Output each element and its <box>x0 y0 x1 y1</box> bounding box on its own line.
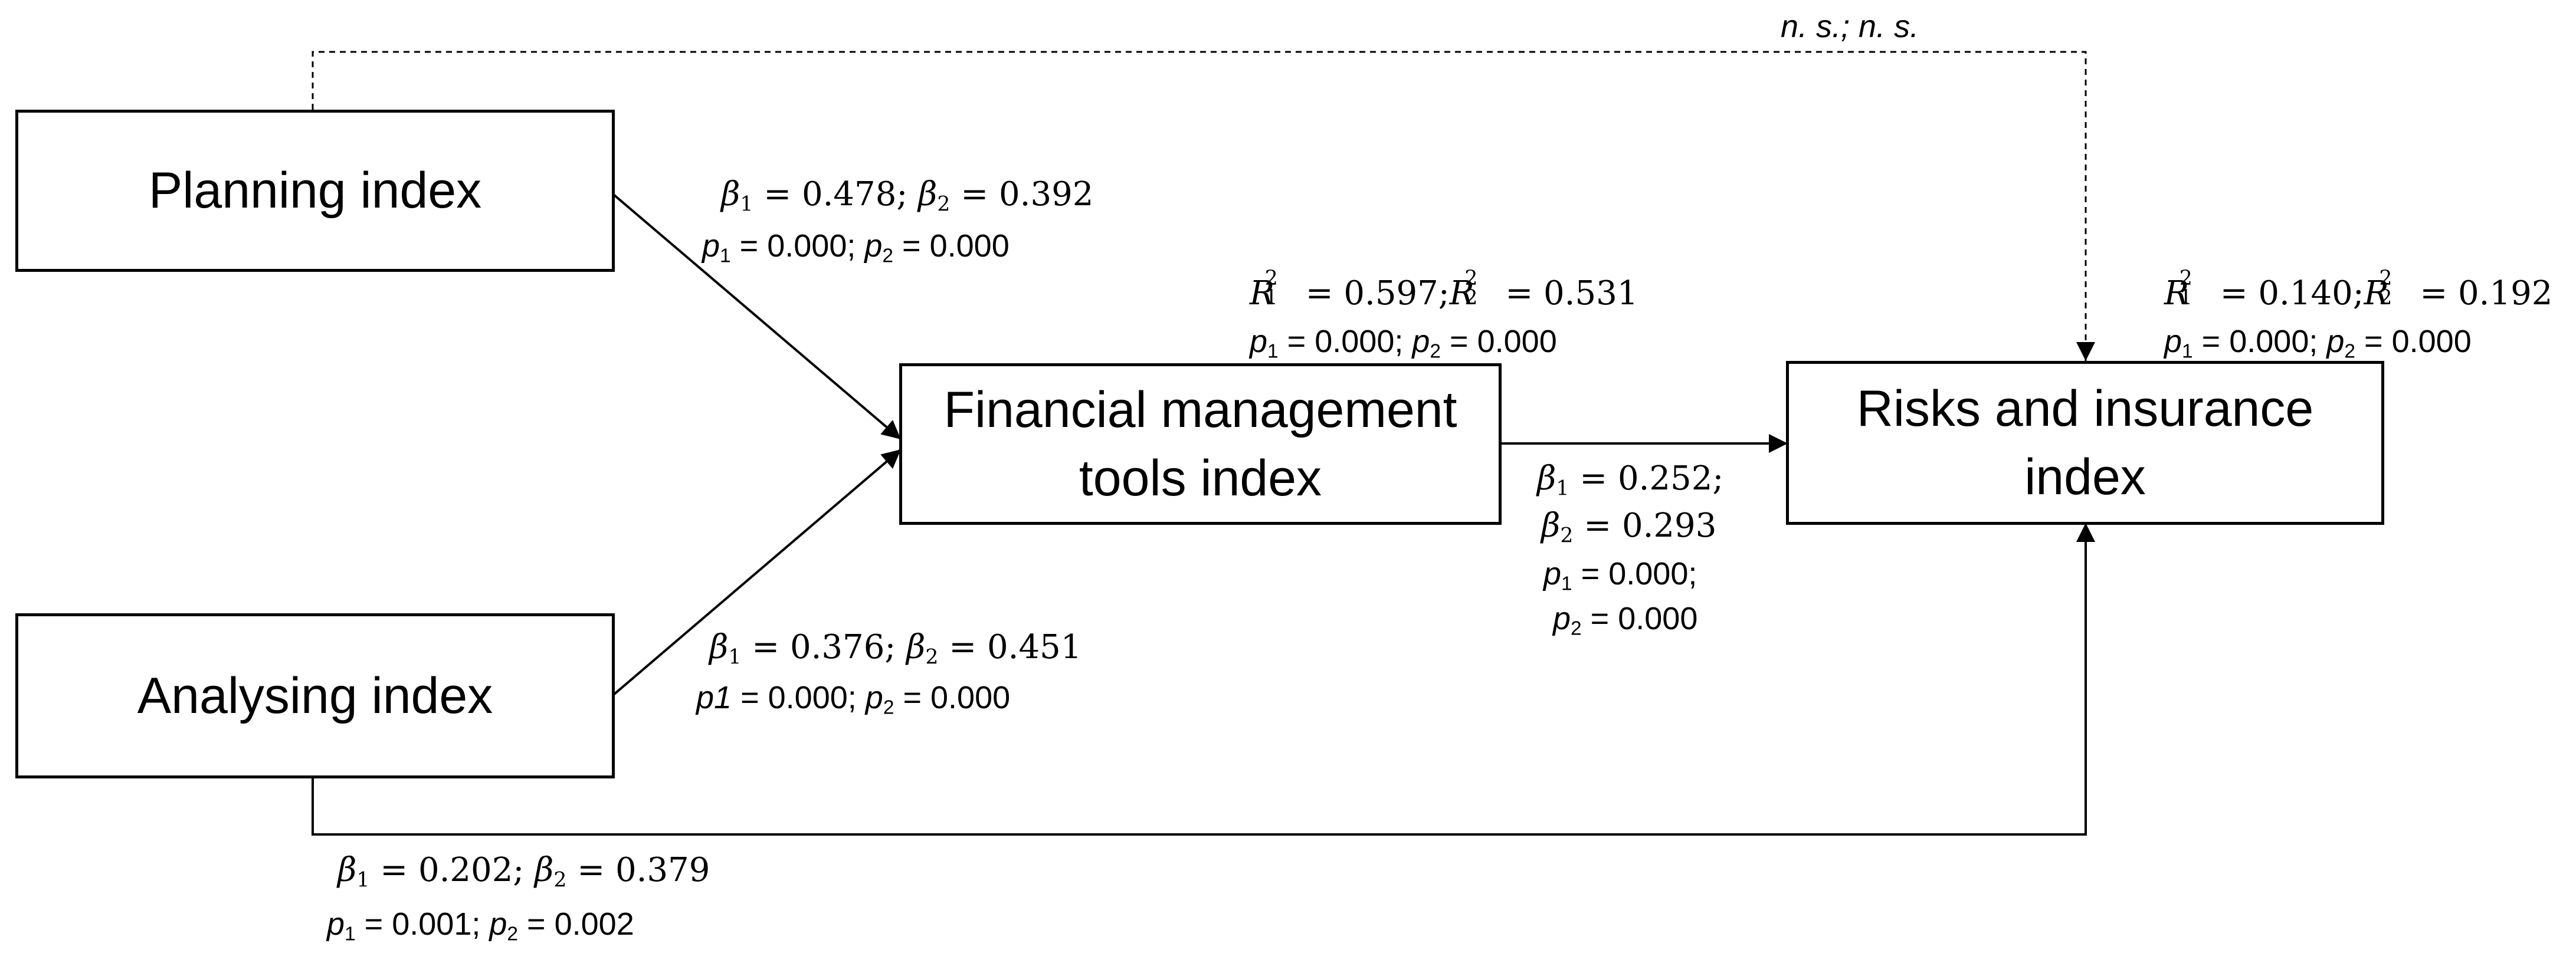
risks-and-insurance-index-label: Risks and insurance index <box>1856 380 2314 505</box>
arrow-planning-to-financial <box>612 193 902 441</box>
planning-to-financial-p-label: p1 = 0.000; p2 = 0.000 <box>702 228 1010 267</box>
analysing-to-financial-p-label: p1 = 0.000; p2 = 0.000 <box>696 680 1011 719</box>
risks-and-insurance-index-box: Risks and insurance index <box>1786 361 2384 525</box>
risks-r-squared-p-label: p1 = 0.000; p2 = 0.000 <box>2164 324 2472 363</box>
analysing-to-risks-p-label: p1 = 0.001; p2 = 0.002 <box>327 906 634 945</box>
planning-to-financial-beta-label: β1 = 0.478; β2 = 0.392 <box>721 175 1094 216</box>
analysing-index-box: Analysing index <box>15 613 615 778</box>
planning-to-risks-ns-label: n. s.; n. s. <box>1781 9 1919 44</box>
arrow-analysing-to-risks <box>312 523 2095 836</box>
arrow-analysing-to-financial <box>612 448 902 696</box>
financial-management-tools-index-box: Financial management tools index <box>899 363 1502 525</box>
financial-to-risks-beta2-label: β2 = 0.293 <box>1541 507 1717 548</box>
analysing-index-label: Analysing index <box>137 667 493 724</box>
financial-to-risks-p2-label: p2 = 0.000 <box>1553 601 1698 640</box>
financial-to-risks-p1-label: p1 = 0.000; <box>1543 556 1697 595</box>
financial-r-squared-p-label: p1 = 0.000; p2 = 0.000 <box>1250 324 1557 363</box>
analysing-to-risks-beta-label: β1 = 0.202; β2 = 0.379 <box>337 851 710 892</box>
planning-index-label: Planning index <box>148 162 482 219</box>
analysing-to-financial-beta-label: β1 = 0.376; β2 = 0.451 <box>709 628 1082 669</box>
financial-to-risks-beta1-label: β1 = 0.252; <box>1537 459 1724 501</box>
planning-index-box: Planning index <box>15 110 615 272</box>
financial-management-tools-index-label: Financial management tools index <box>943 381 1457 507</box>
